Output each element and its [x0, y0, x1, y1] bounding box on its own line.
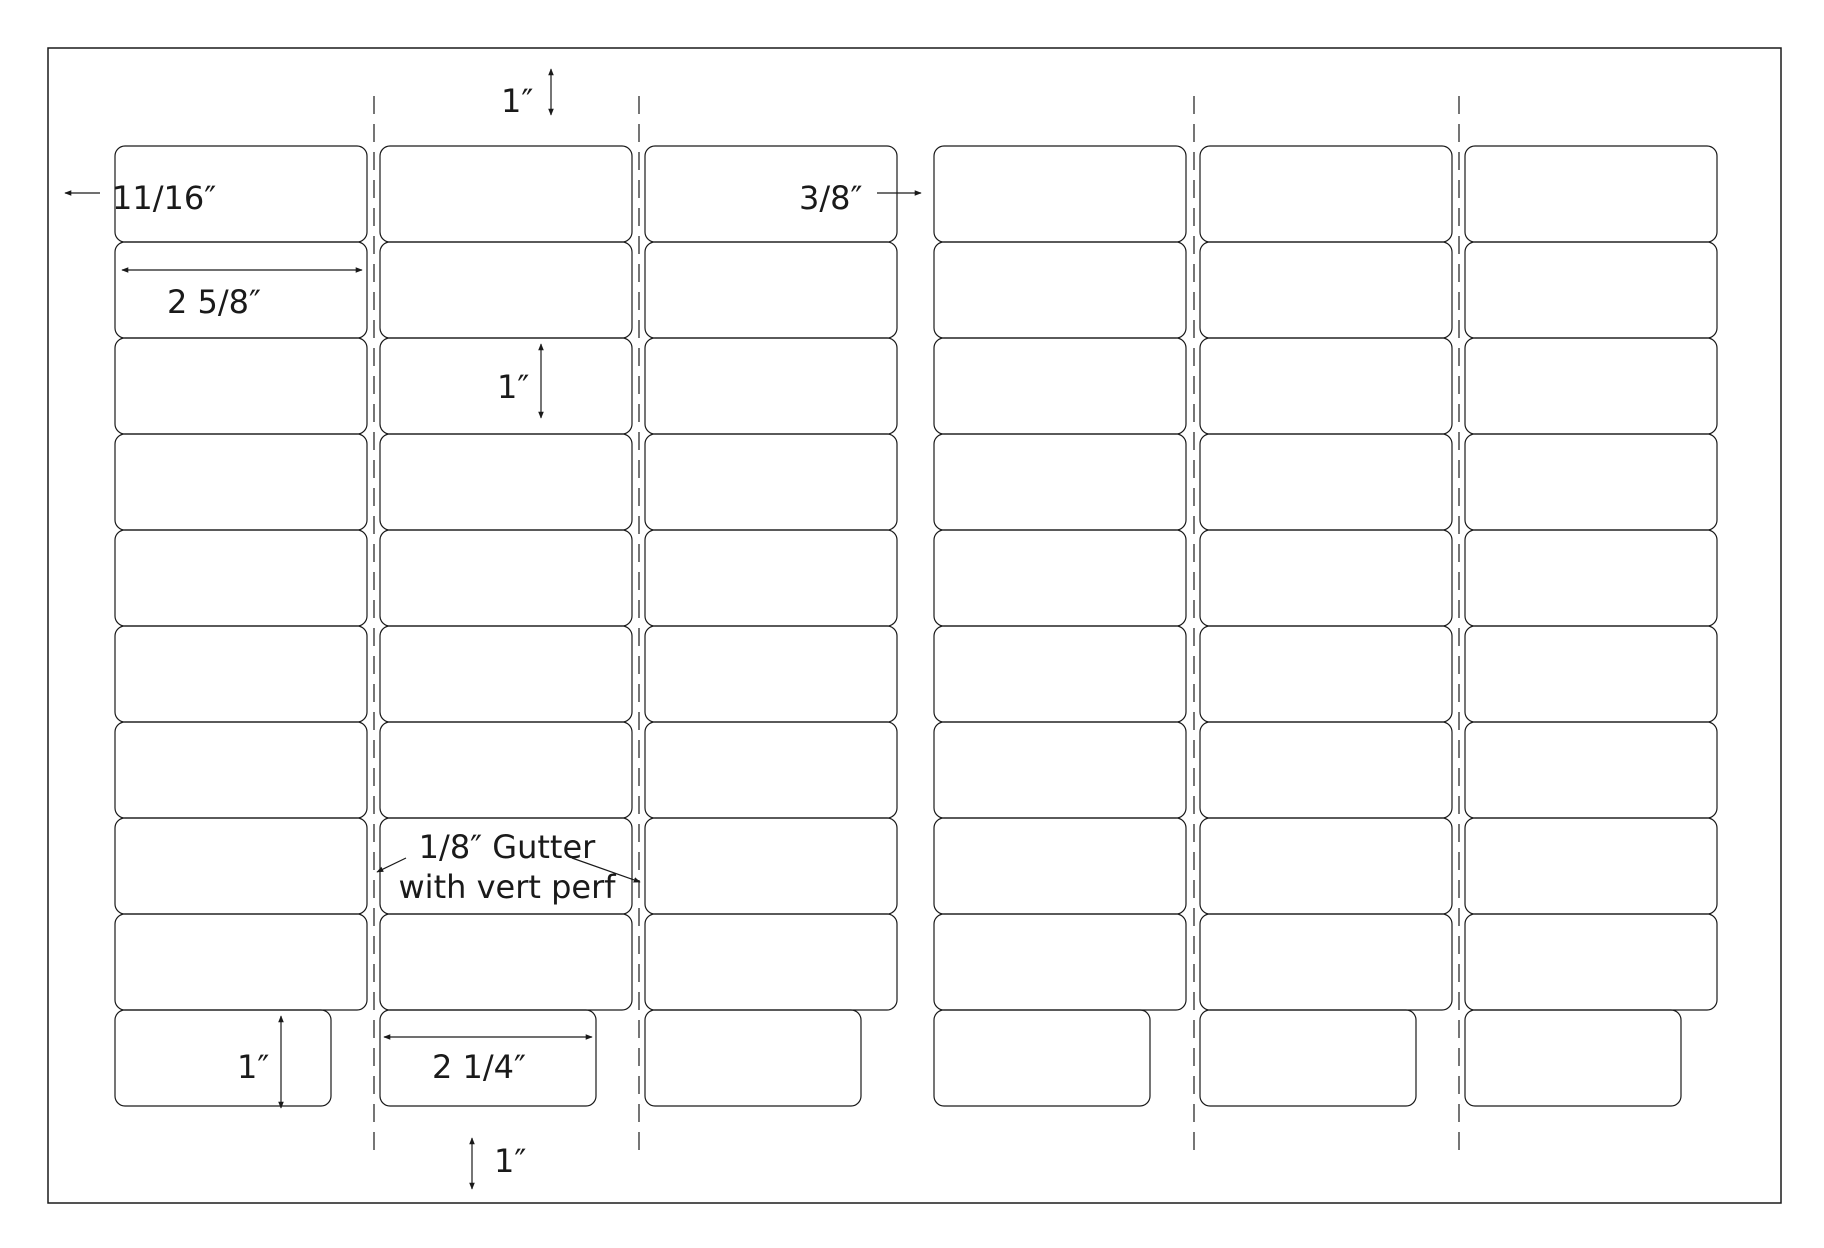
bottom-margin-label: 1″ [494, 1142, 526, 1180]
label [933, 145, 1187, 243]
label [114, 913, 368, 1011]
label [1199, 241, 1453, 339]
label [1199, 337, 1453, 435]
gutter-pointer-left [376, 857, 407, 873]
label [114, 625, 368, 723]
label [933, 241, 1187, 339]
label [379, 721, 633, 819]
label [1199, 433, 1453, 531]
label [1199, 529, 1453, 627]
label [1464, 817, 1718, 915]
gutter-label-line2: with vert perf [399, 868, 617, 906]
label [933, 625, 1187, 723]
label [933, 337, 1187, 435]
short-label [1199, 1009, 1417, 1107]
label [644, 241, 898, 339]
label [1464, 721, 1718, 819]
label [1199, 721, 1453, 819]
gutter-label-line1: 1/8″ Gutter [419, 828, 596, 866]
label [933, 817, 1187, 915]
label [1464, 625, 1718, 723]
label [379, 241, 633, 339]
label [114, 817, 368, 915]
label [379, 625, 633, 723]
top-margin-label: 1″ [501, 82, 533, 120]
label-grid [114, 145, 1718, 1107]
label [933, 529, 1187, 627]
perforation-lines [373, 96, 1460, 1160]
side-margin-label: 11/16″ [112, 179, 216, 217]
long-label-height-label: 1″ [497, 368, 529, 406]
label [644, 625, 898, 723]
label [379, 433, 633, 531]
label [644, 337, 898, 435]
label [1464, 529, 1718, 627]
short-label-width-label: 2 1/4″ [432, 1048, 526, 1086]
label [114, 337, 368, 435]
short-label [1464, 1009, 1682, 1107]
short-label [114, 1009, 332, 1107]
label [114, 433, 368, 531]
label [644, 913, 898, 1011]
label [1199, 817, 1453, 915]
short-label [379, 1009, 597, 1107]
gutter-pointer-right [571, 857, 641, 883]
short-label-height-label: 1″ [237, 1048, 269, 1086]
label [379, 529, 633, 627]
label [1199, 145, 1453, 243]
label [644, 433, 898, 531]
label [644, 721, 898, 819]
label [933, 721, 1187, 819]
label [933, 433, 1187, 531]
label [1464, 145, 1718, 243]
label [1199, 913, 1453, 1011]
label [114, 529, 368, 627]
label [933, 913, 1187, 1011]
short-label [644, 1009, 862, 1107]
label [1464, 241, 1718, 339]
column-spacing-label: 3/8″ [799, 179, 863, 217]
label [1464, 337, 1718, 435]
short-label [933, 1009, 1151, 1107]
dimension-annotations [64, 68, 922, 1190]
long-label-width-label: 2 5/8″ [167, 283, 261, 321]
label [379, 145, 633, 243]
dimension-labels: 1″ 11/16″ 3/8″ 2 5/8″ 1″ 1/8″ Gutter wit… [112, 82, 863, 1180]
label [114, 721, 368, 819]
label [1464, 913, 1718, 1011]
label [644, 529, 898, 627]
label [644, 817, 898, 915]
label [1464, 433, 1718, 531]
sheet-border [47, 47, 1782, 1204]
label [379, 913, 633, 1011]
label [1199, 625, 1453, 723]
